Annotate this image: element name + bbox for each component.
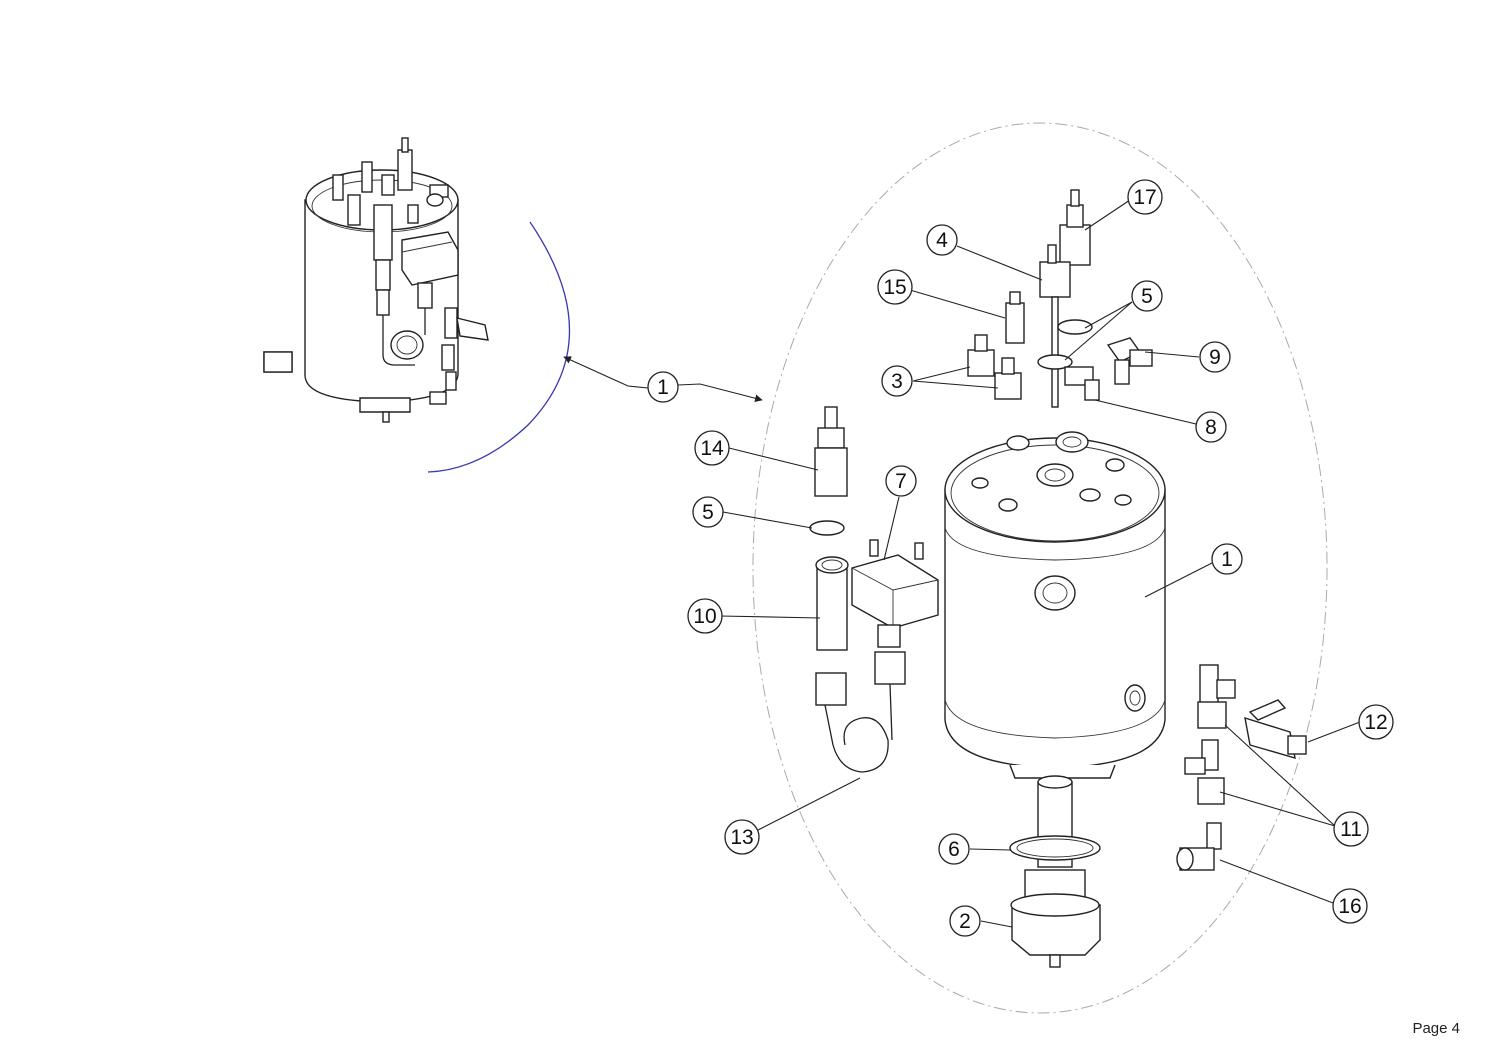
callout-2: 2 — [949, 905, 981, 937]
svg-text:5: 5 — [1141, 285, 1153, 308]
part-15 — [1005, 291, 1025, 344]
callout-3: 3 — [881, 365, 913, 397]
callout-12: 12 — [1358, 704, 1394, 740]
part-10 — [815, 556, 849, 651]
callout-9: 9 — [1199, 341, 1231, 373]
part-7 — [851, 539, 939, 648]
callout-10: 10 — [687, 598, 723, 634]
callout-16: 16 — [1332, 888, 1368, 924]
callout-7: 7 — [885, 465, 917, 497]
svg-text:12: 12 — [1364, 711, 1387, 734]
callout-4: 4 — [926, 224, 958, 256]
callout-1: 1 — [1211, 543, 1243, 575]
svg-text:16: 16 — [1338, 895, 1361, 918]
svg-text:13: 13 — [730, 826, 753, 849]
part-8 — [1064, 366, 1100, 401]
part-5-left — [809, 520, 845, 536]
callout-13: 13 — [724, 819, 760, 855]
svg-text:11: 11 — [1340, 818, 1362, 841]
part-17 — [1059, 189, 1091, 266]
part-5-upper — [1057, 319, 1093, 335]
callout-11: 11 — [1333, 811, 1369, 847]
part-11 — [1184, 664, 1236, 805]
part-9 — [1106, 337, 1153, 385]
exploded-boundary — [752, 122, 1328, 1014]
svg-text:17: 17 — [1133, 186, 1156, 209]
svg-text:9: 9 — [1209, 346, 1221, 369]
boiler-body — [944, 431, 1166, 779]
part-13 — [815, 651, 906, 773]
svg-text:1: 1 — [657, 376, 669, 399]
svg-text:4: 4 — [936, 229, 948, 252]
callout-17: 17 — [1127, 179, 1163, 215]
callout-5-upper: 5 — [1131, 280, 1163, 312]
svg-text:5: 5 — [702, 501, 714, 524]
svg-text:6: 6 — [948, 838, 960, 861]
part-3-thermostats — [967, 334, 1022, 400]
part-3 — [263, 351, 293, 373]
leader-lines — [563, 199, 1361, 928]
svg-text:3: 3 — [891, 370, 903, 393]
assembled-view — [304, 137, 489, 423]
callout-5-left: 5 — [692, 496, 724, 528]
callout-1-assembly: 1 — [647, 371, 679, 403]
svg-text:14: 14 — [700, 437, 724, 460]
part-5-lower — [1037, 354, 1073, 370]
svg-text:7: 7 — [895, 470, 907, 493]
page-number: Page 4 — [1412, 1020, 1460, 1037]
svg-text:8: 8 — [1205, 416, 1217, 439]
svg-text:15: 15 — [883, 276, 906, 299]
part-16 — [1176, 822, 1222, 871]
callout-8: 8 — [1195, 411, 1227, 443]
detail-arc — [427, 221, 571, 473]
heating-element — [1009, 775, 1101, 968]
svg-text:2: 2 — [959, 910, 971, 933]
callout-15: 15 — [877, 269, 913, 305]
svg-text:10: 10 — [693, 605, 716, 628]
svg-text:1: 1 — [1221, 548, 1233, 571]
callout-6: 6 — [938, 833, 970, 865]
part-14 — [814, 406, 848, 497]
part-12 — [1244, 699, 1307, 759]
callout-14: 14 — [694, 430, 730, 466]
